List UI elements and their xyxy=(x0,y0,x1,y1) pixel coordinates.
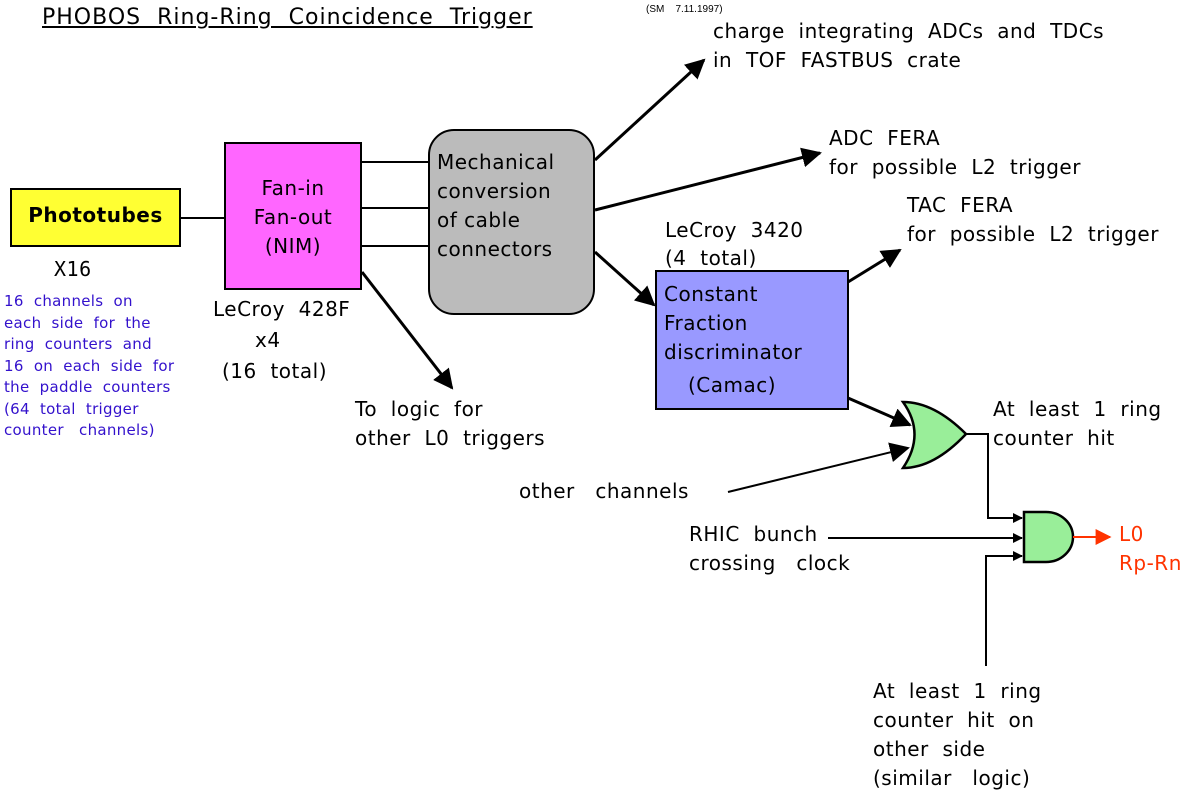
adc-tdc-label-line: charge integrating ADCs and TDCs xyxy=(713,19,1105,43)
adc-fera-label-line: for possible L2 trigger xyxy=(829,155,1081,179)
clock-label-line: crossing clock xyxy=(689,551,851,575)
or-gate xyxy=(900,400,968,470)
fanout-label-line: Fan-in xyxy=(261,176,325,200)
arrow-cfd-to-or xyxy=(847,396,912,427)
cfd-label-line: discriminator xyxy=(664,340,803,364)
arrow-to-adc-tdc xyxy=(593,58,706,162)
channels-note-line: (64 total trigger xyxy=(4,399,139,418)
fanout-model: LeCroy 428F xyxy=(213,297,351,321)
phototubes-label: Phototubes xyxy=(28,203,163,227)
adc-tdc-label-line: in TOF FASTBUS crate xyxy=(713,48,962,72)
diagram-title: PHOBOS Ring-Ring Coincidence Trigger xyxy=(42,5,533,30)
result-label-line: Rp-Rn xyxy=(1119,551,1182,575)
other-l0-label-line: To logic for xyxy=(355,397,484,421)
phototubes-multiplicity: X16 xyxy=(54,257,92,281)
arrow-to-cfd xyxy=(593,250,656,307)
other-side-label-line: (similar logic) xyxy=(873,766,1031,790)
or-output-label-line: counter hit xyxy=(993,426,1115,450)
channels-note-line: 16 on each side for xyxy=(4,356,175,375)
fanout-label-line: Fan-out xyxy=(253,205,333,229)
other-side-label-line: other side xyxy=(873,737,986,761)
date-note: (SM 7.11.1997) xyxy=(646,4,723,15)
other-side-label-line: At least 1 ring xyxy=(873,679,1042,703)
cfd-total: (4 total) xyxy=(665,246,757,270)
fanout-count: x4 xyxy=(255,328,281,352)
tac-fera-label-line: TAC FERA xyxy=(907,193,1014,217)
clock-label-line: RHIC bunch xyxy=(689,522,818,546)
or-output-label-line: At least 1 ring xyxy=(993,397,1162,421)
fanout-label-line: (NIM) xyxy=(264,234,322,258)
cfd-label-line: Fraction xyxy=(664,311,748,335)
channels-note-line: the paddle counters xyxy=(4,378,171,396)
channels-note-line: each side for the xyxy=(4,313,151,332)
arrow-to-other-l0 xyxy=(360,271,454,390)
wire-or-to-and xyxy=(966,433,1023,523)
channels-note-line: 16 channels on xyxy=(4,292,133,310)
other-l0-label-line: other L0 triggers xyxy=(355,426,546,450)
other-side-label-line: counter hit on xyxy=(873,708,1035,732)
tac-fera-label-line: for possible L2 trigger xyxy=(907,222,1159,246)
phototubes-box: Phototubes xyxy=(10,188,181,247)
cfd-box: Constant Fraction discriminator (Camac) xyxy=(655,270,849,410)
adc-fera-label-line: ADC FERA xyxy=(829,126,941,150)
mechanical-box: Mechanical conversion of cable connector… xyxy=(428,129,595,315)
and-gate xyxy=(1022,510,1075,564)
mechanical-label-line: conversion xyxy=(437,179,552,203)
cfd-label-line: Constant xyxy=(664,282,758,306)
mechanical-label-line: connectors xyxy=(437,237,553,261)
cfd-label-line: (Camac) xyxy=(688,373,777,397)
fanout-box: Fan-in Fan-out (NIM) xyxy=(224,142,362,290)
channels-note-line: counter channels) xyxy=(4,421,155,439)
arrow-other-channels-to-or xyxy=(727,442,910,493)
result-label-line: L0 xyxy=(1119,522,1144,546)
mechanical-label-line: Mechanical xyxy=(437,150,555,174)
other-channels-label: other channels xyxy=(519,479,689,503)
channels-note-line: ring counters and xyxy=(4,335,152,353)
arrow-to-adc-fera xyxy=(594,147,822,212)
channels-note: 16 channels on each side for the ring co… xyxy=(4,291,174,442)
mechanical-label-line: of cable xyxy=(437,208,521,232)
cfd-model: LeCroy 3420 xyxy=(665,218,804,242)
arrow-to-tac-fera xyxy=(847,248,902,284)
fanout-total: (16 total) xyxy=(222,359,328,383)
wire-other-side-to-and xyxy=(985,551,1023,666)
